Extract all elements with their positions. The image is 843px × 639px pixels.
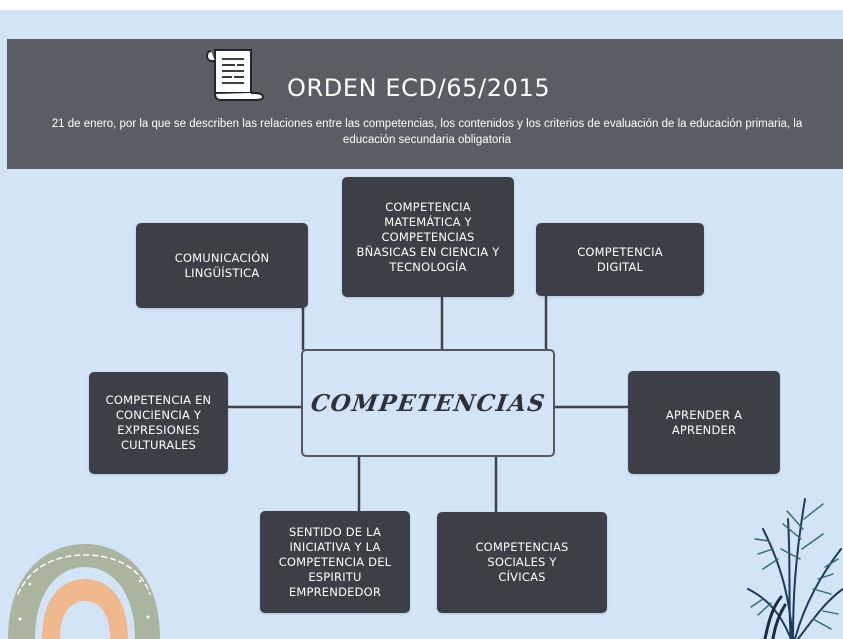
node-competencia-digital: COMPETENCIA DIGITAL [536,223,704,296]
rainbow-decoration [8,544,160,639]
node-sentido-iniciativa: SENTIDO DE LA INICIATIVA Y LA COMPETENCI… [260,511,410,613]
page-subtitle: 21 de enero, por la que se describen las… [51,118,803,146]
top-white-strip [0,0,843,10]
center-node: COMPETENCIAS [301,349,555,457]
node-competencia-matematica: COMPETENCIA MATEMÁTICA Y COMPETENCIAS BÑ… [342,177,514,297]
node-aprender-a-aprender: APRENDER A APRENDER [628,371,780,474]
palm-plant-decoration [747,498,843,639]
node-conciencia-expresiones-culturales: COMPETENCIA EN CONCIENCIA Y EXPRESIONES … [89,372,228,474]
header-banner: ORDEN ECD/65/2015 21 de enero, por la qu… [7,39,843,169]
node-comunicacion-linguistica: COMUNICACIÓN LINGÜÍSTICA [136,223,308,308]
document-scroll-icon [205,49,265,101]
center-label: COMPETENCIAS [308,389,548,417]
node-competencias-sociales-civicas: COMPETENCIAS SOCIALES Y CÍVICAS [437,512,607,613]
page-title: ORDEN ECD/65/2015 [287,74,551,102]
